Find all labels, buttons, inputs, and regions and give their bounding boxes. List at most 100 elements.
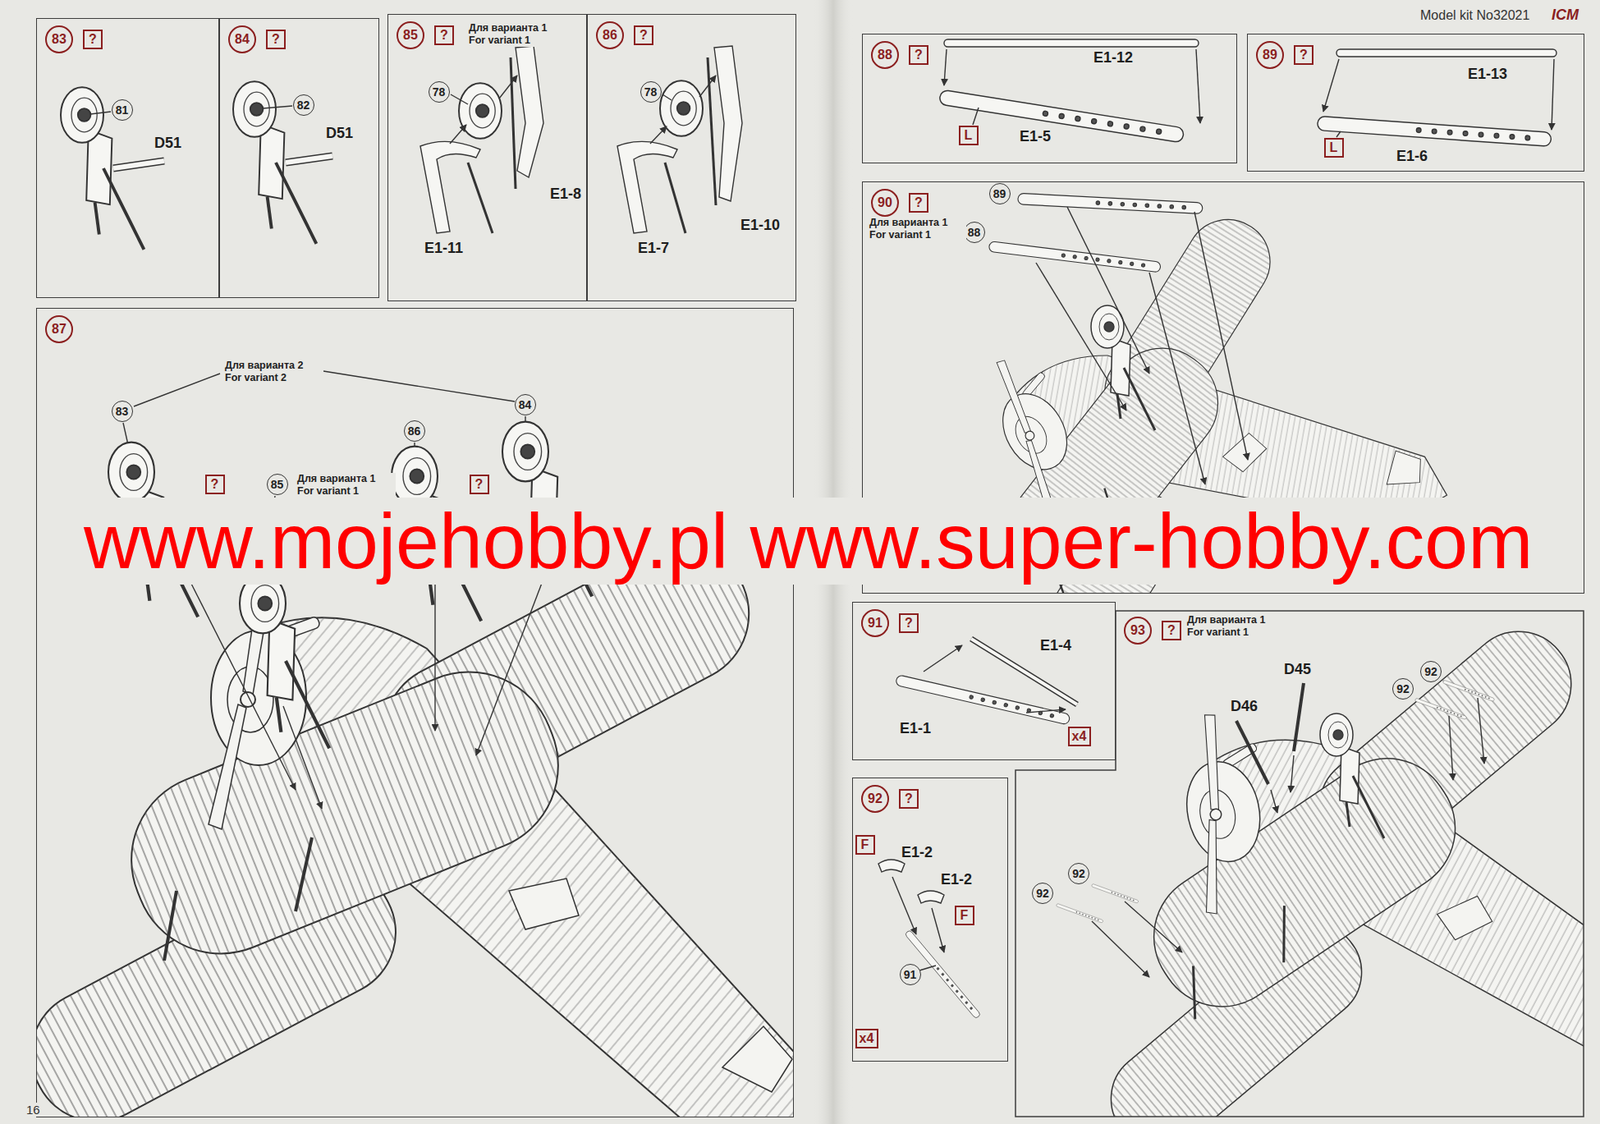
node-text: L: [964, 128, 973, 143]
label-text: E1-5: [1017, 128, 1053, 145]
node-text: 83: [115, 404, 129, 418]
label-text: E1-6: [1394, 147, 1430, 165]
label-text: E1-10: [738, 216, 782, 234]
node-text: F: [861, 837, 870, 853]
query-box: ?: [1161, 620, 1182, 641]
step-panel: 93 Для варианта 1 For variant 1? 92 92 92 92: [1014, 609, 1585, 1118]
variant-note: Для варианта 1 For variant 1: [869, 216, 967, 242]
node-text: ?: [914, 195, 923, 211]
callout-number: 78: [640, 81, 662, 103]
node-text: 91: [903, 967, 917, 982]
variant-note: Для варианта 1 For variant 1: [468, 22, 566, 47]
node-text: ?: [1167, 623, 1176, 638]
node-text: F: [960, 907, 969, 923]
node-text: ?: [914, 47, 923, 63]
label-text: E1-12: [1091, 49, 1135, 66]
node-text: 85: [270, 477, 285, 491]
step-panel: 91? x4: [852, 601, 1116, 761]
query-box: ?: [908, 192, 929, 213]
part-label: D51: [152, 134, 184, 152]
node-text: ?: [271, 32, 280, 47]
node-text: ?: [475, 476, 484, 492]
query-box: ?: [434, 25, 454, 46]
callout-number: 81: [111, 99, 133, 121]
query-box: ?: [908, 45, 929, 65]
query-box: ?: [469, 474, 490, 495]
callout-number: 89: [989, 183, 1011, 205]
callout-number: 92: [1420, 660, 1442, 683]
step-panel: 85 Для варианта 1 For variant 1? 78: [387, 13, 587, 302]
node-text: x4: [859, 1031, 875, 1046]
marker-box: L: [1324, 137, 1344, 158]
node-text: ?: [1299, 47, 1308, 63]
node-text: 82: [297, 98, 311, 112]
label-text: D51: [152, 134, 184, 152]
part-label: 16: [24, 1102, 42, 1118]
step-number: 85: [396, 21, 425, 50]
part-label: E1-2: [939, 871, 974, 889]
node-text: 86: [408, 424, 422, 438]
step-number: 86: [595, 21, 624, 50]
step-panel: 83? 81: [36, 18, 220, 298]
step-number: 90: [871, 188, 899, 217]
query-box: ?: [898, 788, 919, 809]
variant-note: Для варианта 1 For variant 1: [1187, 614, 1284, 639]
part-label: E1-8: [548, 185, 583, 203]
node-text: ?: [904, 615, 913, 631]
marker-box: F: [954, 905, 975, 926]
part-label: D45: [1282, 660, 1313, 679]
node-text: ?: [639, 27, 648, 43]
node-text: ?: [210, 476, 220, 492]
step-number: 91: [861, 609, 890, 638]
step-panel: 84? 82: [219, 18, 380, 298]
callout-number: 92: [1392, 678, 1414, 700]
callout-number: 92: [1031, 882, 1054, 904]
node-text: 78: [644, 85, 658, 99]
node-text: 84: [518, 398, 532, 412]
part-label: D46: [1228, 697, 1260, 716]
part-label: E1-4: [1038, 637, 1073, 655]
step-number: 89: [1256, 41, 1284, 69]
query-box: ?: [898, 613, 919, 633]
node-text: 92: [1036, 886, 1050, 900]
callout-number: 92: [1068, 862, 1090, 885]
label-text: E1-13: [1466, 65, 1509, 83]
part-label: E1-12: [1091, 49, 1135, 67]
label-text: Для варианта 2 For variant 2: [223, 359, 324, 385]
step-number: 84: [228, 25, 257, 54]
part-label: Model kit No32021: [1418, 8, 1532, 23]
panel-outline: [1014, 609, 1585, 1118]
node-text: ?: [440, 27, 449, 43]
node-text: L: [1329, 140, 1339, 156]
label-text: 16: [24, 1102, 42, 1117]
panel-outline-path: [1015, 610, 1584, 1117]
part-label: E1-1: [898, 719, 933, 738]
node-text: x4: [1072, 728, 1087, 744]
step-number: 83: [45, 25, 74, 54]
node-text: ?: [904, 791, 913, 807]
label-text: E1-4: [1038, 637, 1073, 654]
part-label: E1-7: [636, 239, 671, 257]
marker-box: F: [855, 834, 876, 855]
callout-number: 84: [514, 394, 537, 416]
query-box: ?: [82, 29, 103, 50]
step-number: 93: [1123, 616, 1152, 645]
node-text: 78: [432, 85, 446, 99]
label-text: D46: [1228, 697, 1260, 715]
label-text: www.mojehobby.pl www.super-hobby.com: [82, 497, 1535, 585]
query-box: ?: [205, 474, 225, 495]
callout-number: 78: [428, 81, 450, 103]
part-label: E1-6: [1394, 147, 1430, 166]
part-label: E1-2: [899, 843, 935, 862]
query-box: ?: [633, 25, 654, 46]
query-box: ?: [265, 29, 286, 50]
part-label: D51: [324, 124, 355, 143]
part-label: E1-13: [1466, 65, 1509, 83]
label-text: Model kit No32021: [1418, 8, 1532, 23]
marker-box: L: [958, 125, 979, 146]
part-label: ICM: [1549, 6, 1581, 24]
variant-note: Для варианта 2 For variant 2: [223, 359, 324, 385]
label-text: D51: [324, 124, 355, 142]
part-label: E1-5: [1017, 128, 1053, 146]
node-text: 92: [1072, 866, 1086, 881]
